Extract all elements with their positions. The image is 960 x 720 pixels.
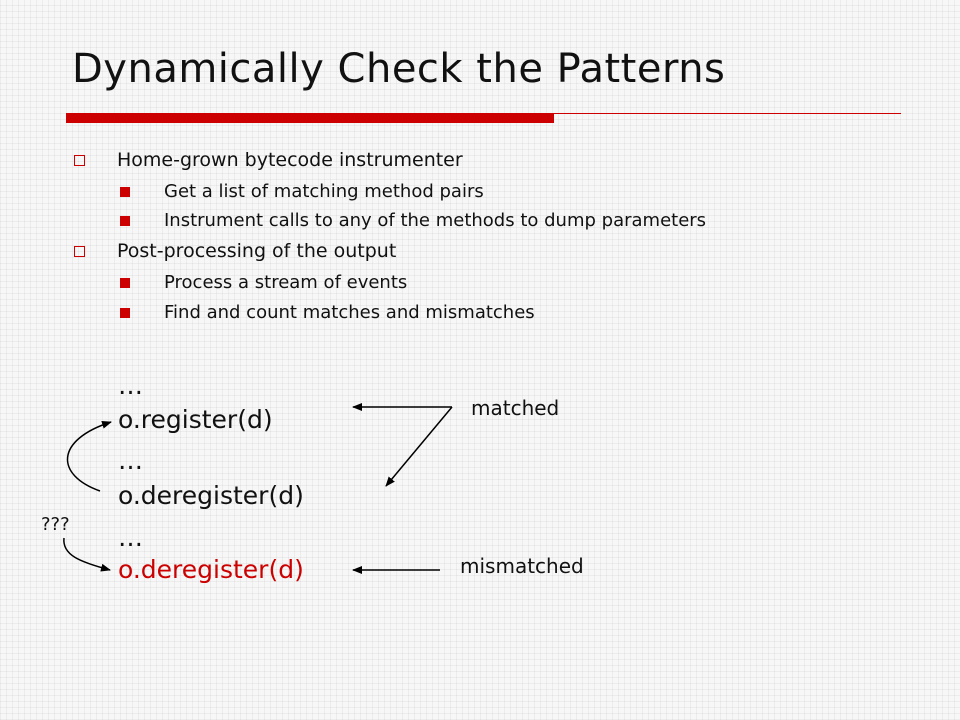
bullet-text: Post-processing of the output <box>117 240 397 262</box>
title-rule-thick <box>66 113 554 123</box>
sub-bullet-text: Find and count matches and mismatches <box>164 302 535 323</box>
sub-bullet-item: Find and count matches and mismatches <box>120 302 535 323</box>
sub-bullet-text: Instrument calls to any of the methods t… <box>164 210 707 231</box>
bullet-item: Home-grown bytecode instrumenter <box>74 149 463 171</box>
code-deregister: o.deregister(d) <box>118 481 304 510</box>
title-rule-thin <box>554 113 901 114</box>
curve-arrow-deregister <box>63 537 111 572</box>
hollow-square-bullet-icon <box>74 154 85 166</box>
mismatched-label: mismatched <box>460 554 584 578</box>
matched-label: matched <box>471 396 560 420</box>
sub-bullet-text: Process a stream of events <box>164 272 408 293</box>
bullet-text: Home-grown bytecode instrumenter <box>117 149 463 171</box>
code-ellipsis: … <box>118 523 143 552</box>
filled-square-bullet-icon <box>120 186 130 197</box>
bullet-item: Post-processing of the output <box>74 240 396 262</box>
matched-arrow-to-deregister <box>385 406 453 487</box>
sub-bullet-item: Get a list of matching method pairs <box>120 181 484 202</box>
filled-square-bullet-icon <box>120 215 130 226</box>
sub-bullet-item: Instrument calls to any of the methods t… <box>120 210 706 231</box>
sub-bullet-item: Process a stream of events <box>120 272 407 293</box>
filled-square-bullet-icon <box>120 277 130 288</box>
unknown-label: ??? <box>41 514 70 535</box>
code-ellipsis: … <box>118 446 143 475</box>
sub-bullet-text: Get a list of matching method pairs <box>164 181 484 202</box>
curve-arrow-register <box>66 420 112 492</box>
code-register: o.register(d) <box>118 405 273 434</box>
filled-square-bullet-icon <box>120 307 130 318</box>
hollow-square-bullet-icon <box>74 245 85 257</box>
code-deregister-mismatched: o.deregister(d) <box>118 555 304 584</box>
slide-title: Dynamically Check the Patterns <box>72 46 726 92</box>
code-ellipsis: … <box>118 371 143 400</box>
